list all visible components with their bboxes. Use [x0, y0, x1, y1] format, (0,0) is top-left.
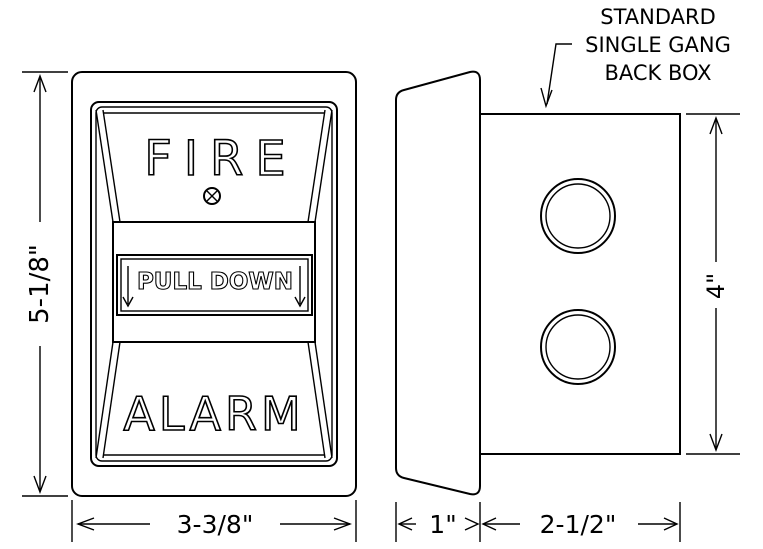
- knockout-lower: [540, 309, 616, 385]
- back-box: [479, 113, 681, 455]
- pull-handle-inner: [120, 258, 309, 312]
- alarm-text: ALARM: [123, 387, 304, 441]
- knockout-upper: [540, 178, 616, 254]
- back-box-label: STANDARD SINGLE GANG BACK BOX: [540, 5, 731, 109]
- lower-bevel-right-2: [307, 341, 326, 459]
- down-arrow-left-icon: [122, 266, 134, 308]
- upper-bevel-left: [95, 109, 114, 223]
- down-arrow-right-icon: [294, 266, 306, 308]
- front-plate-inner-2: [95, 106, 333, 462]
- cover-depth-label: 1": [429, 510, 456, 539]
- lower-bevel-left-2: [102, 341, 121, 459]
- height-dimension: 5-1/8": [22, 71, 68, 497]
- front-plate-outer: [71, 71, 357, 497]
- pull-handle: [116, 254, 313, 316]
- lower-bevel-right: [314, 341, 333, 459]
- upper-bevel-right: [314, 109, 333, 223]
- label-leader-arrowhead: [540, 87, 553, 109]
- side-view: [395, 70, 681, 496]
- depth-dimensions: 1" 2-1/2": [395, 502, 681, 542]
- back-box-label-line1: STANDARD: [600, 5, 716, 29]
- box-depth-label: 2-1/2": [540, 510, 617, 539]
- front-width-label: 3-3/8": [177, 510, 254, 539]
- front-plate-inner: [90, 101, 338, 467]
- lower-bevel-left: [95, 341, 114, 459]
- screw-icon: [203, 187, 221, 205]
- back-box-label-line2: SINGLE GANG: [585, 33, 731, 57]
- back-box-label-line3: BACK BOX: [604, 61, 711, 85]
- pull-handle-band: [112, 221, 316, 343]
- label-leader: [546, 43, 572, 105]
- width-dimension: 3-3/8": [71, 500, 357, 542]
- upper-bevel-right-2: [307, 109, 326, 223]
- cover-side-profile: [395, 70, 481, 496]
- fire-text: FIRE: [144, 131, 297, 187]
- front-height-label: 5-1/8": [25, 244, 55, 324]
- front-view: FIRE PULL DOWN ALARM: [71, 71, 357, 497]
- pull-down-text: PULL DOWN: [137, 269, 293, 295]
- upper-bevel-left-2: [102, 109, 121, 223]
- box-height-dimension: 4": [686, 113, 740, 455]
- box-height-label: 4": [702, 273, 730, 299]
